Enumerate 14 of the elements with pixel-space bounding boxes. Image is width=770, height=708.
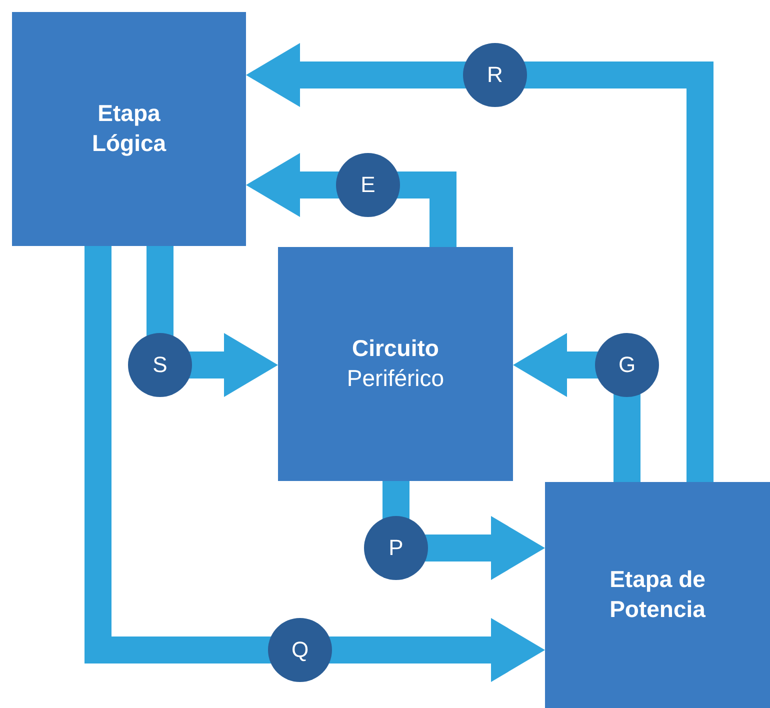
block-box	[545, 482, 770, 708]
edge-label: R	[463, 43, 527, 107]
edge-label: G	[595, 333, 659, 397]
block-title: Circuito Periférico	[346, 334, 446, 393]
block-title: Etapa de Potencia	[608, 565, 706, 624]
edge-label: P	[364, 516, 428, 580]
arrow	[84, 246, 545, 682]
block-title: Etapa Lógica	[90, 99, 168, 158]
arrow	[246, 43, 714, 482]
block-box	[278, 247, 513, 481]
edge-label: S	[128, 333, 192, 397]
edge-label: Q	[268, 618, 332, 682]
block-box	[12, 12, 246, 246]
edge-label: E	[336, 153, 400, 217]
